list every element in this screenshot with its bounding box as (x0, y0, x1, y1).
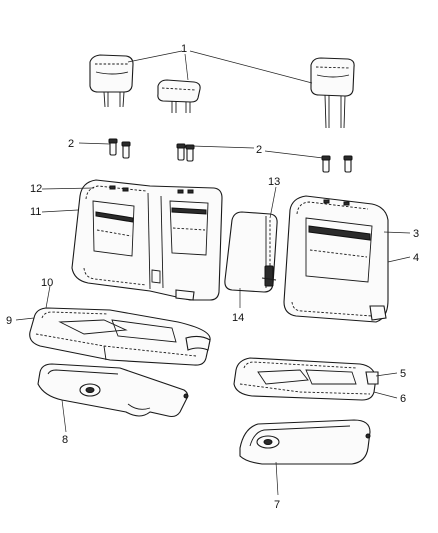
callout-12: 12 (30, 183, 42, 195)
seat-cushion-right (233, 357, 379, 401)
callout-2-right: 2 (256, 144, 262, 156)
headrest-guide-sleeves-right (321, 155, 353, 173)
callout-14: 14 (232, 312, 244, 324)
headrest-guide-sleeves-left (108, 138, 131, 159)
cushion-pan-right (239, 419, 371, 465)
callout-labels: 1 2 2 12 11 13 3 4 10 14 9 5 6 8 7 (6, 43, 419, 511)
callout-11: 11 (30, 206, 41, 218)
headrest-left (89, 54, 134, 108)
leader-lines (15, 50, 411, 496)
callout-10: 10 (41, 277, 53, 289)
callout-2-left: 2 (68, 138, 74, 150)
callout-3: 3 (413, 228, 419, 240)
callout-5: 5 (400, 368, 406, 380)
callout-1: 1 (181, 43, 187, 55)
headrest-center (157, 79, 201, 113)
callout-13: 13 (268, 176, 280, 188)
callout-9: 9 (6, 315, 12, 327)
seat-back-left-section (71, 179, 223, 301)
callout-8: 8 (62, 434, 68, 446)
headrest-right (310, 57, 355, 129)
headrest-guide-sleeves-center (176, 143, 195, 162)
center-armrest (224, 211, 278, 293)
seat-cushion-left (29, 307, 211, 366)
callout-6: 6 (400, 393, 406, 405)
seat-back-right-section (283, 195, 389, 323)
callout-7: 7 (274, 499, 280, 511)
cushion-pan-left (37, 363, 189, 418)
callout-4: 4 (413, 252, 419, 264)
